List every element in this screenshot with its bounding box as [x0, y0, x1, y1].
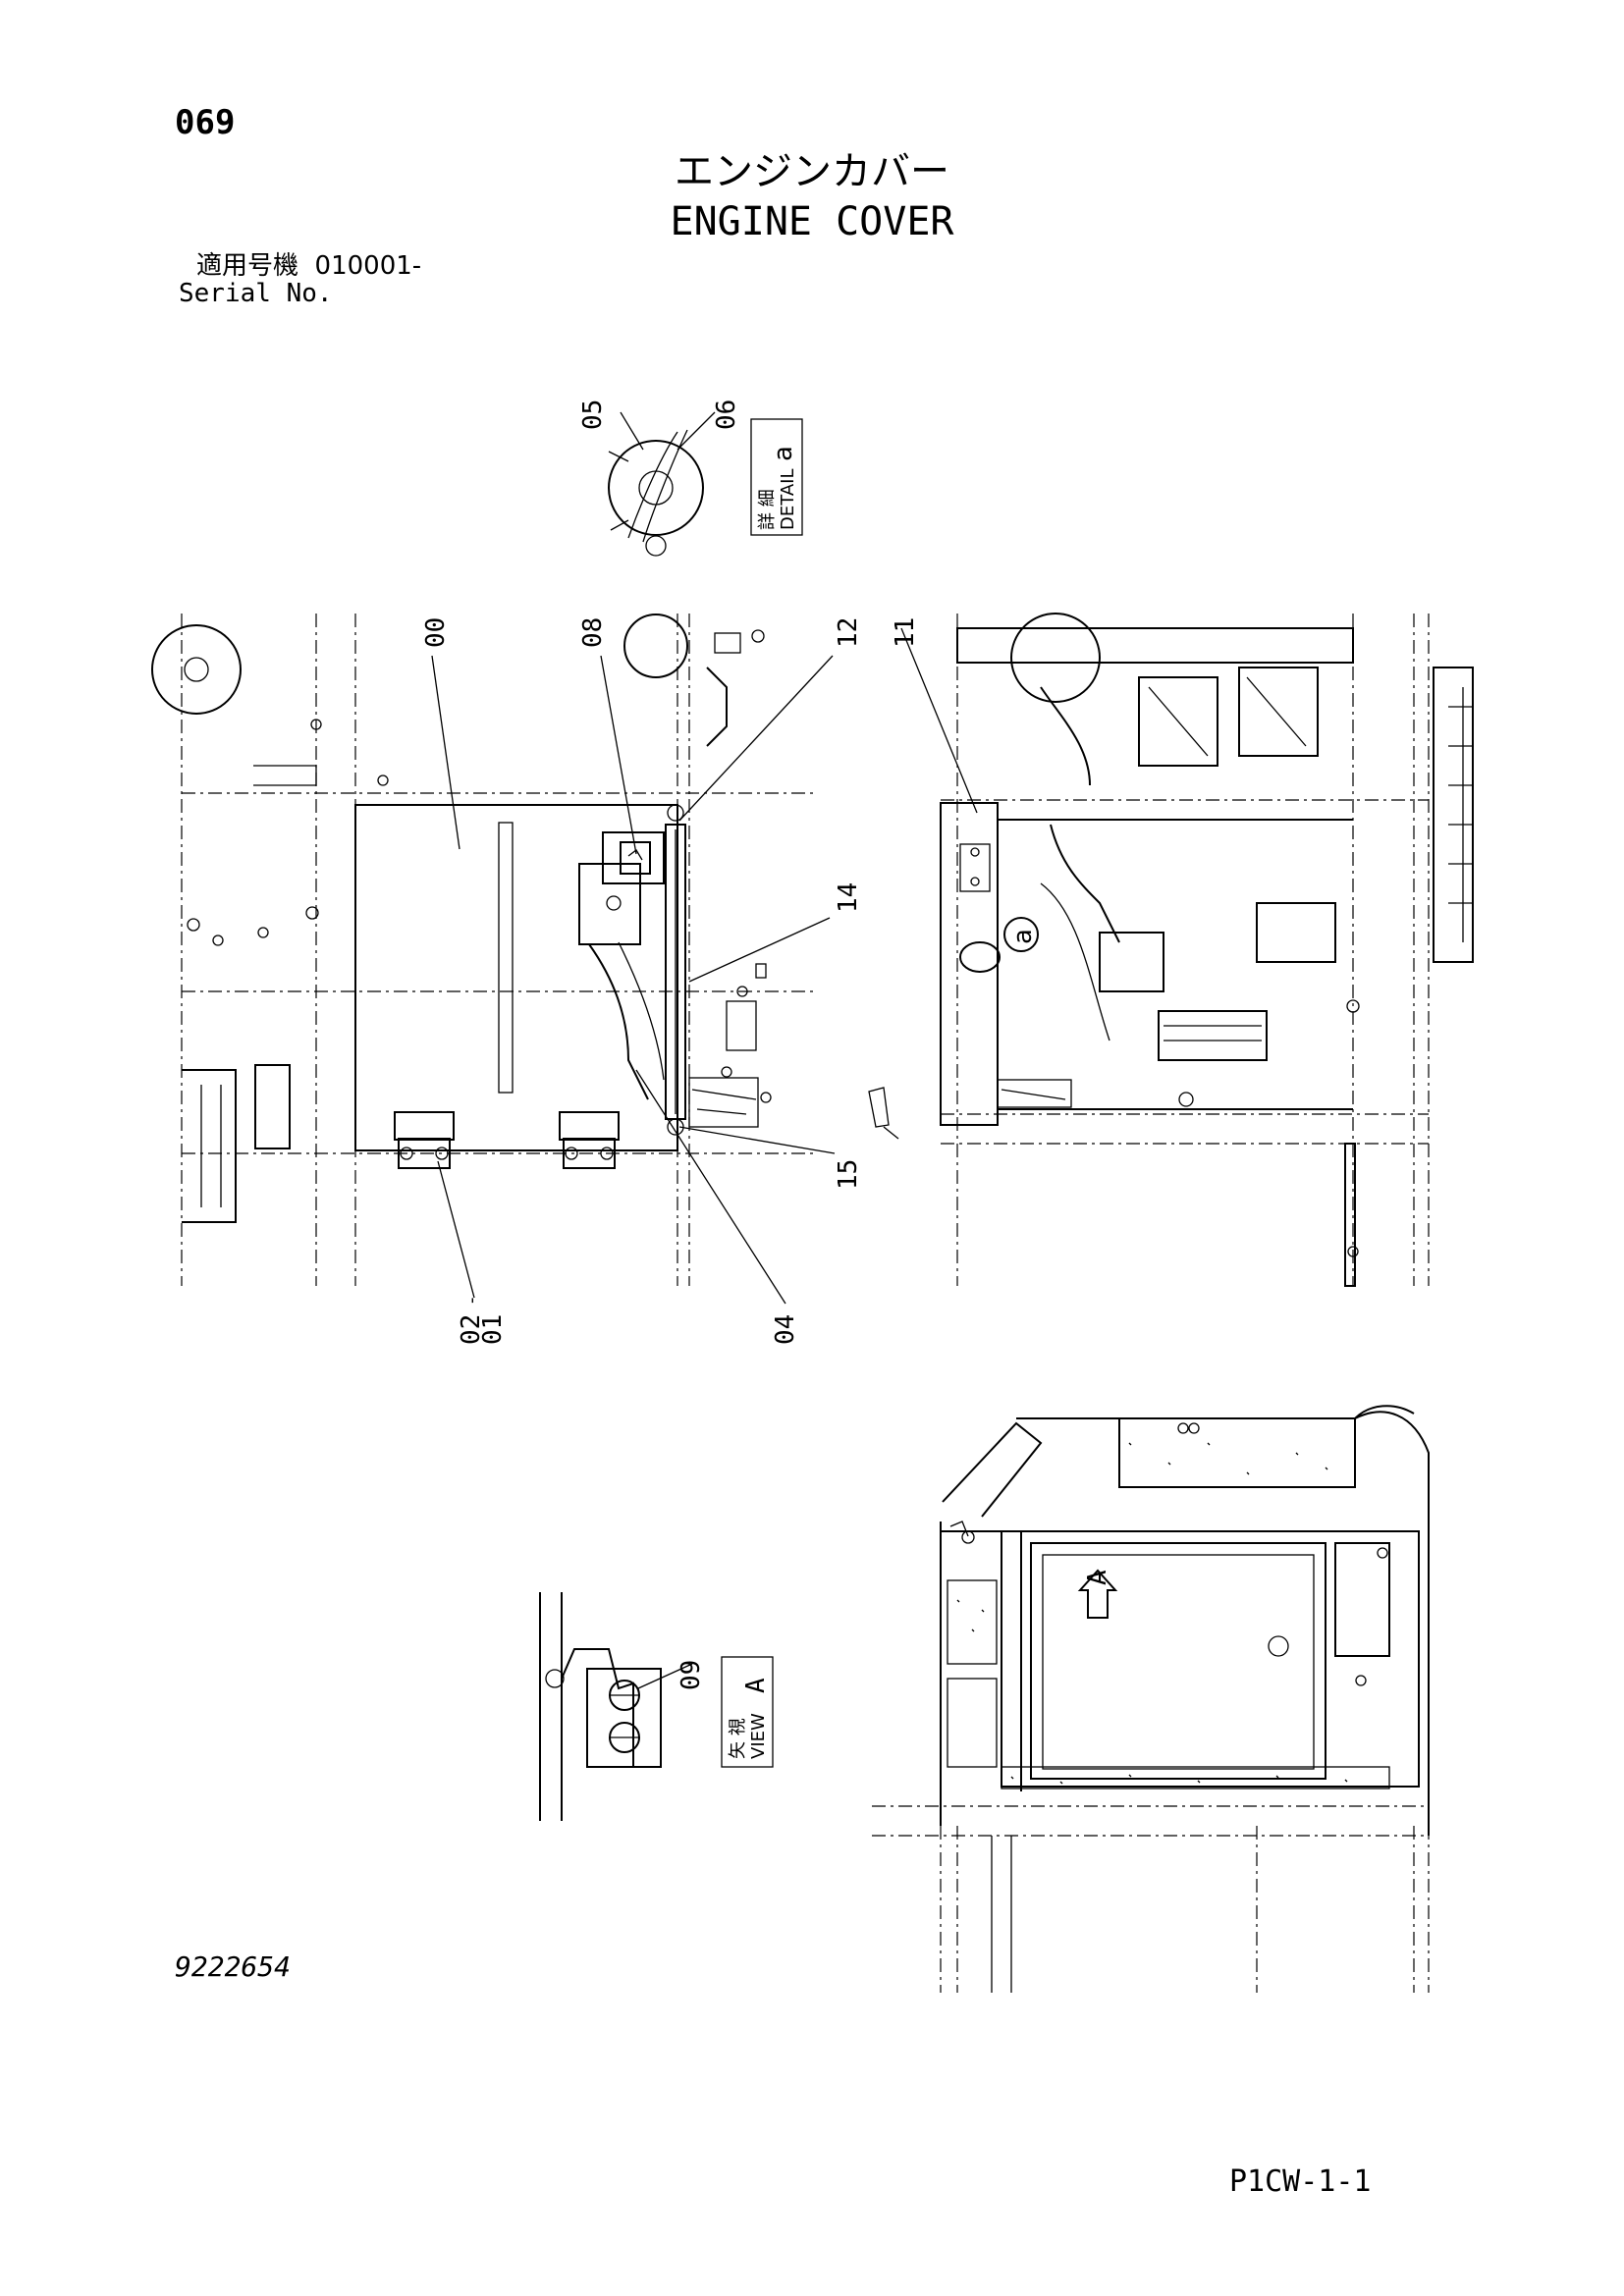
view-a-panel — [586, 1668, 662, 1768]
detail-a-clip — [627, 429, 688, 543]
detail-a-ring — [645, 535, 667, 557]
leader-11 — [900, 627, 978, 814]
title-english: ENGINE COVER — [670, 199, 954, 244]
callout-06: 06 — [712, 400, 741, 430]
detail-a-hole — [608, 440, 704, 536]
hinge-right — [559, 1111, 620, 1169]
callout-04: 04 — [771, 1314, 800, 1345]
leader-08 — [600, 655, 637, 855]
hinge-left — [394, 1111, 455, 1169]
callout-05: 05 — [578, 400, 608, 430]
leader-14 — [688, 917, 831, 983]
left-main-view: 00 08 12 14 15 02 - 01 04 — [151, 614, 863, 1345]
serial-label-jp: 適用号機 — [196, 251, 299, 281]
page-number: 069 — [175, 103, 236, 142]
callout-A: A — [1083, 1570, 1112, 1585]
leader-04 — [635, 1069, 786, 1305]
detail-label-box — [750, 418, 803, 536]
detail-label-en: DETAIL — [778, 469, 798, 530]
callout-a: a — [1008, 929, 1038, 944]
sheet-reference: P1CW-1-1 — [1229, 2164, 1372, 2199]
callout-08: 08 — [578, 617, 608, 648]
detail-label-jp: 詳 細 — [757, 489, 778, 530]
detail-a-marker — [959, 941, 1001, 973]
drawing-number: 9222654 — [175, 1950, 292, 1983]
callout-00: 00 — [421, 617, 451, 648]
view-a: 09 矢 視 VIEW A — [539, 1592, 774, 1821]
title-japanese: エンジンカバー — [675, 149, 949, 194]
engine-cover-panel-view — [1030, 1542, 1326, 1780]
svg-text:-: - — [461, 1298, 482, 1305]
callout-09: 09 — [677, 1660, 706, 1690]
leader-12 — [678, 655, 834, 822]
view-label-letter: A — [741, 1678, 771, 1693]
leader-09 — [637, 1663, 693, 1689]
right-main-view: a 11 — [868, 613, 1474, 1287]
callout-14: 14 — [834, 882, 863, 913]
view-label-jp: 矢 視 — [728, 1718, 748, 1759]
leader-00 — [431, 655, 460, 850]
right-cover-frame — [940, 802, 999, 1126]
serial-value: 010001- — [314, 251, 422, 281]
view-a-arrow — [1077, 1569, 1118, 1619]
leader-05 — [620, 411, 644, 451]
view-label-en: VIEW — [748, 1713, 769, 1759]
callout-15: 15 — [834, 1159, 863, 1190]
callout-01: 01 — [478, 1314, 508, 1345]
leader-15 — [678, 1126, 836, 1154]
engine-compartment — [1001, 1530, 1420, 1788]
callout-11: 11 — [891, 617, 920, 648]
detail-a-lines — [608, 451, 629, 531]
view-label-box — [721, 1656, 774, 1768]
cab-outline — [1016, 1411, 1430, 1836]
serial-label-en: Serial No. — [179, 279, 333, 308]
callout-12: 12 — [834, 617, 863, 648]
lower-right-view: A — [872, 1405, 1430, 1993]
callout-02: 02 — [457, 1314, 486, 1345]
detail-label-letter: a — [769, 446, 798, 461]
leader-06 — [677, 411, 716, 451]
cover-latch — [578, 831, 665, 1100]
engine-cover-panel — [354, 804, 678, 1151]
detail-a-view: 05 06 詳 細 DETAIL a — [578, 400, 803, 557]
leader-02 — [437, 1160, 475, 1299]
serial-applicability: 適用号機 010001- — [196, 253, 421, 279]
cover-slot — [498, 822, 514, 1094]
